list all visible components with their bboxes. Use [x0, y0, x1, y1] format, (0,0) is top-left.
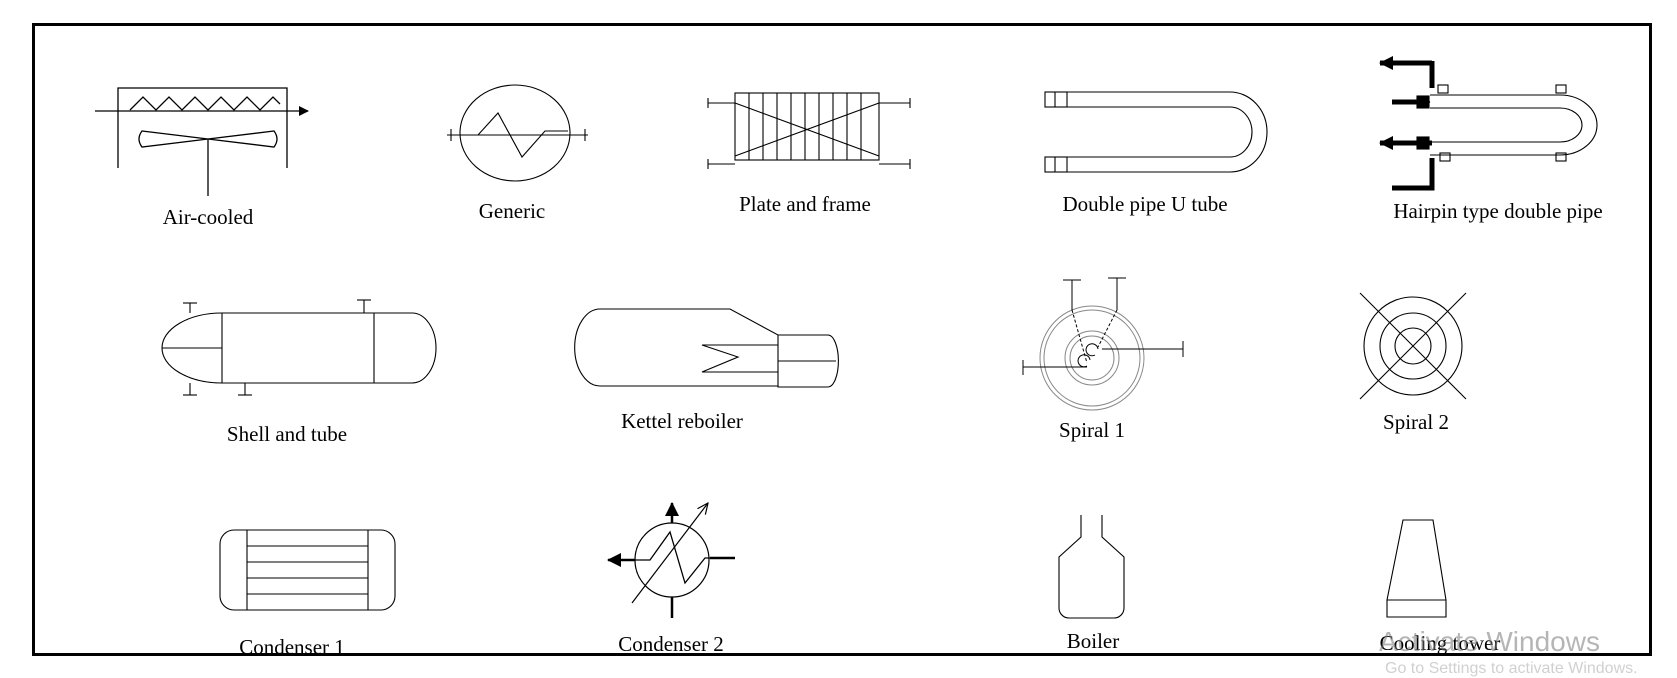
label-spiral-1: Spiral 1 — [1059, 418, 1125, 442]
air-cooled-symbol — [95, 87, 309, 196]
spiral-1-symbol — [1022, 277, 1184, 411]
hairpin-double-pipe-symbol — [1379, 56, 1598, 191]
kettle-reboiler-symbol — [574, 308, 839, 388]
double-pipe-u-tube-symbol — [1044, 91, 1268, 173]
label-hairpin-double-pipe: Hairpin type double pipe — [1393, 199, 1603, 223]
label-generic: Generic — [478, 199, 546, 223]
label-cooling-tower: Cooling tower — [1379, 631, 1501, 655]
activate-windows-subtitle: Go to Settings to activate Windows. — [1385, 660, 1638, 677]
generic-symbol — [447, 84, 588, 182]
condenser-2-symbol — [607, 503, 735, 618]
label-kettle-reboiler: Kettel reboiler — [621, 409, 743, 433]
label-plate-and-frame: Plate and frame — [739, 192, 871, 216]
diagram-frame — [32, 23, 1652, 656]
label-spiral-2: Spiral 2 — [1383, 410, 1449, 434]
activate-windows-watermark: Activate Windows — [1379, 626, 1600, 657]
label-boiler: Boiler — [1066, 629, 1120, 653]
label-air-cooled: Air-cooled — [162, 205, 254, 229]
plate-and-frame-symbol — [707, 92, 911, 169]
label-shell-and-tube: Shell and tube — [226, 422, 348, 446]
cooling-tower-symbol — [1386, 519, 1447, 618]
label-double-pipe-u-tube: Double pipe U tube — [1062, 192, 1228, 216]
label-condenser-2: Condenser 2 — [618, 632, 724, 656]
shell-and-tube-symbol — [161, 299, 437, 396]
label-condenser-1: Condenser 1 — [239, 635, 345, 659]
spiral-2-symbol — [1359, 292, 1467, 400]
condenser-1-symbol — [219, 529, 396, 611]
boiler-symbol — [1058, 515, 1125, 619]
